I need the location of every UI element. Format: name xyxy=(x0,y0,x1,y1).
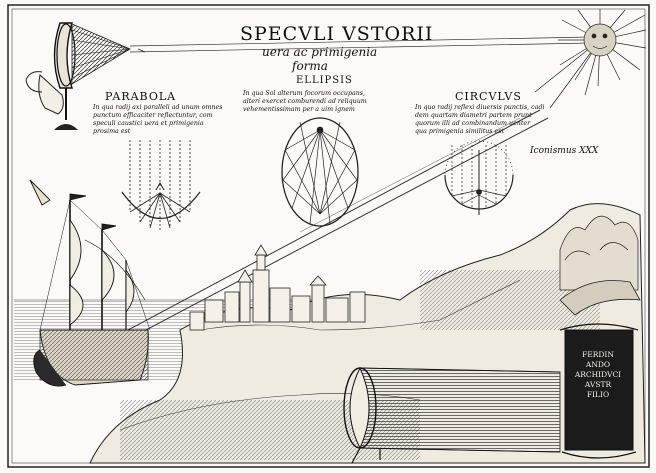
sun-face-illustration xyxy=(534,9,647,109)
circle-diagram xyxy=(444,140,514,215)
cartouche-inscription: FERDIN ANDO ARCHIDVCI AVSTR FILIO xyxy=(568,350,628,400)
parabola-heading: PARABOLA xyxy=(105,90,177,103)
parabola-description-line: punctum efficaciter reflectuntur, com xyxy=(93,112,213,119)
sailing-ship xyxy=(29,179,151,387)
parabola-description-line: prosima est xyxy=(93,128,131,135)
circulus-description-line: qua primigenia similitus est xyxy=(415,128,505,135)
plate-subtitle-line-2: forma xyxy=(292,59,328,73)
ellipsis-description-line: vehementissimam per a uim ignem xyxy=(243,106,355,113)
cartouche-line: ANDO xyxy=(585,360,611,369)
parabola-diagram xyxy=(121,140,201,230)
parabola-description-line: In qua radij axi paralleli ad unum omnes xyxy=(93,104,223,111)
cartouche-line: FILIO xyxy=(586,390,610,399)
town-buildings xyxy=(189,244,366,331)
trees xyxy=(559,215,639,291)
ellipsis-description-line: In qua Sol alterum focorum occupans, xyxy=(243,90,366,97)
cylindrical-mirror-illustration xyxy=(343,366,561,464)
circulus-description-line: quorum illi ad combinandum uenter xyxy=(415,120,531,127)
ellipsis-description: In qua Sol alterum focorum occupans, alt… xyxy=(243,90,367,114)
circulus-description: In quo radij reflexi diuersis punctis, c… xyxy=(415,104,545,136)
cartouche-line: FERDIN xyxy=(582,350,614,359)
cartouche-line: AVSTR xyxy=(584,380,612,389)
plate-border xyxy=(7,4,650,468)
circulus-description-line: In quo radij reflexi diuersis punctis, c… xyxy=(415,104,545,111)
parabola-description: In qua radij axi paralleli ad unum omnes… xyxy=(93,104,223,136)
rock-outcrop xyxy=(559,280,641,316)
dedication-cartouche xyxy=(559,323,639,459)
parabola-description-line: speculi caustici uera et primigenia xyxy=(93,120,204,127)
plate-number: Iconismus XXX xyxy=(530,146,599,156)
ellipsis-heading: ELLIPSIS xyxy=(296,75,353,86)
cartouche-line: ARCHIDVCI xyxy=(574,370,622,379)
ellipsis-description-line: alteri exercet comburendi ad reliquum xyxy=(243,98,367,105)
plate-title: SPECVLI VSTORII xyxy=(240,23,434,45)
sun-beam xyxy=(129,36,591,53)
circulus-heading: CIRCVLVS xyxy=(455,90,522,103)
mirror-on-stand-illustration xyxy=(25,22,131,130)
circulus-description-line: dem quartam diametri partem prunt xyxy=(415,112,532,119)
plate-subtitle-line-1: uera ac primigenia xyxy=(262,45,378,59)
ellipse-diagram xyxy=(281,117,359,227)
